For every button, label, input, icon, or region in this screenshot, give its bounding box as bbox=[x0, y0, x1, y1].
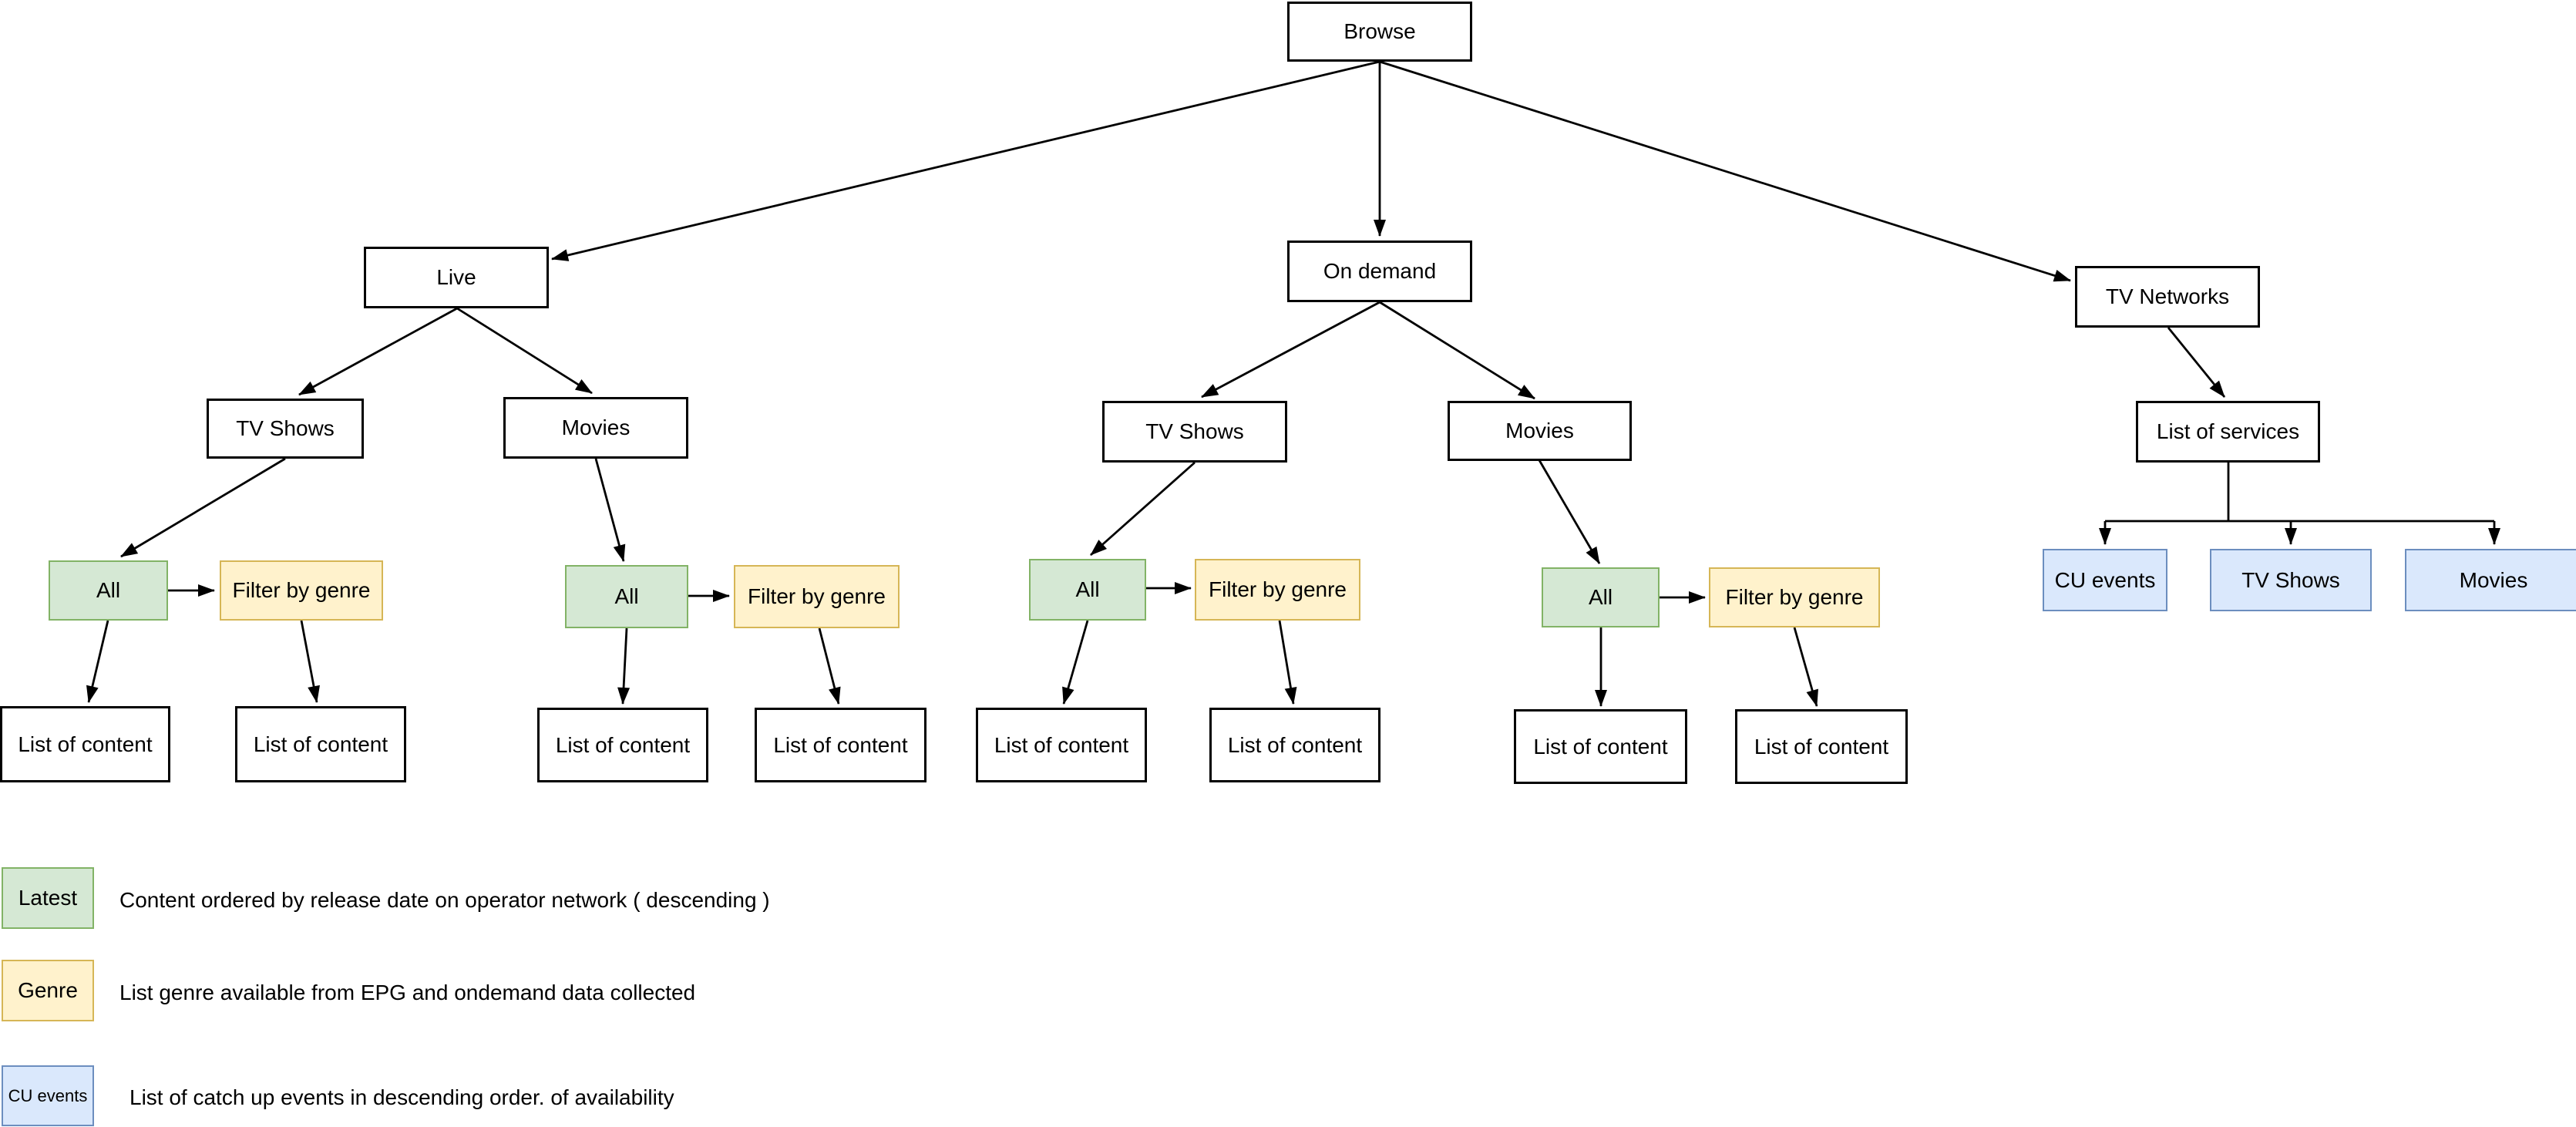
node-live-tv-shows-all[interactable]: All bbox=[49, 560, 168, 621]
edge-tv-networks-services bbox=[2167, 327, 2226, 398]
edge-live-movies-all bbox=[594, 458, 626, 562]
node-net-movies[interactable]: Movies bbox=[2405, 549, 2576, 611]
node-live-tv-shows-filter-by-genre[interactable]: Filter by genre bbox=[220, 560, 383, 621]
node-net-tv-shows[interactable]: TV Shows bbox=[2210, 549, 2372, 611]
node-live-movies[interactable]: Movies bbox=[503, 397, 688, 459]
node-live[interactable]: Live bbox=[364, 247, 549, 308]
node-od-tv-shows[interactable]: TV Shows bbox=[1102, 401, 1287, 463]
edge-browse-tv-networks bbox=[1379, 60, 2071, 282]
node-cu-events[interactable]: CU events bbox=[2043, 549, 2167, 611]
node-od-tv-shows-filter-by-genre[interactable]: Filter by genre bbox=[1195, 559, 1360, 621]
edge-od-mv-filter-content bbox=[1793, 627, 1818, 707]
node-list-of-content-1[interactable]: List of content bbox=[0, 706, 170, 782]
node-list-of-services[interactable]: List of services bbox=[2136, 401, 2320, 463]
node-list-of-content-6[interactable]: List of content bbox=[1209, 708, 1380, 782]
edge-od-tv-shows-all bbox=[1090, 461, 1196, 557]
node-on-demand[interactable]: On demand bbox=[1287, 241, 1472, 302]
node-live-movies-all[interactable]: All bbox=[565, 565, 688, 628]
node-tv-networks[interactable]: TV Networks bbox=[2075, 266, 2260, 328]
edge-browse-live bbox=[551, 60, 1380, 261]
edge-live-mv-all-content bbox=[617, 627, 631, 705]
edge-od-movies bbox=[1379, 301, 1535, 400]
legend-swatch-latest[interactable]: Latest bbox=[2, 867, 94, 929]
node-browse[interactable]: Browse bbox=[1287, 2, 1472, 62]
legend-swatch-cu-events[interactable]: CU events bbox=[2, 1065, 94, 1126]
node-od-tv-shows-all[interactable]: All bbox=[1029, 559, 1146, 621]
edge-od-tv-shows bbox=[1201, 301, 1380, 399]
node-list-of-content-4[interactable]: List of content bbox=[755, 708, 926, 782]
edge-live-tv-shows-all bbox=[120, 457, 286, 558]
edge-od-ts-filter-content bbox=[1278, 620, 1297, 705]
edge-live-movies bbox=[456, 307, 593, 395]
edge-od-ts-all-content bbox=[1062, 620, 1089, 705]
node-live-movies-filter-by-genre[interactable]: Filter by genre bbox=[734, 565, 900, 628]
node-od-movies-all[interactable]: All bbox=[1542, 567, 1660, 627]
node-od-movies[interactable]: Movies bbox=[1448, 401, 1632, 461]
node-list-of-content-3[interactable]: List of content bbox=[537, 708, 708, 782]
legend-text-cu-events: List of catch up events in descending or… bbox=[129, 1085, 674, 1109]
legend-text-latest: Content ordered by release date on opera… bbox=[119, 888, 770, 912]
edge-live-tv-shows bbox=[298, 307, 458, 396]
legend-swatch-genre[interactable]: Genre bbox=[2, 960, 94, 1021]
edge-live-ts-filter-content bbox=[300, 620, 320, 703]
legend-text-genre: List genre available from EPG and ondema… bbox=[119, 981, 696, 1004]
edge-live-mv-filter-content bbox=[818, 627, 841, 705]
edge-live-ts-all-content bbox=[86, 620, 109, 703]
node-list-of-content-7[interactable]: List of content bbox=[1514, 709, 1687, 784]
node-live-tv-shows[interactable]: TV Shows bbox=[207, 399, 364, 459]
node-od-movies-filter-by-genre[interactable]: Filter by genre bbox=[1709, 567, 1880, 627]
node-list-of-content-5[interactable]: List of content bbox=[976, 708, 1147, 782]
node-list-of-content-8[interactable]: List of content bbox=[1735, 709, 1908, 784]
edge-od-movies-all bbox=[1538, 459, 1601, 564]
node-list-of-content-2[interactable]: List of content bbox=[235, 706, 406, 782]
